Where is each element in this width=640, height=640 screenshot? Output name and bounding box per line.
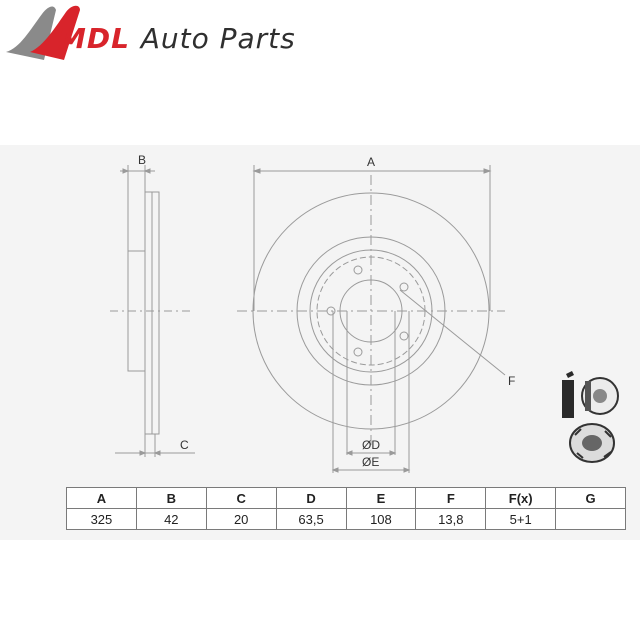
dimension-b xyxy=(120,168,155,174)
table-cell: 325 xyxy=(66,508,137,530)
dimension-d xyxy=(345,450,397,456)
table-cell: 108 xyxy=(345,508,417,530)
table-cell: 20 xyxy=(205,508,277,530)
dim-label-f: F xyxy=(508,374,515,388)
dim-label-e: ØE xyxy=(362,455,379,469)
column-header: F xyxy=(415,487,487,509)
dimension-a xyxy=(252,168,492,174)
brand-logo: MDL Auto Parts xyxy=(0,0,330,80)
table-header-row: A B C D E F F(x) G xyxy=(66,487,626,509)
ventilated-disc-icon xyxy=(562,371,619,418)
column-header: C xyxy=(205,487,277,509)
bolt-hole xyxy=(399,331,409,341)
table-cell: 42 xyxy=(135,508,207,530)
spec-table: A B C D E F F(x) G 325 42 20 63,5 108 13… xyxy=(66,487,626,530)
disc-perspective-icon xyxy=(569,423,615,463)
logo-brand-rest: Auto Parts xyxy=(140,22,296,55)
table-cell xyxy=(555,508,626,530)
brake-disc-drawing: B C A F ØD xyxy=(110,153,619,473)
table-cell: 63,5 xyxy=(275,508,347,530)
bolt-hole xyxy=(399,282,409,292)
disc-front-view xyxy=(237,165,506,473)
disc-side-view xyxy=(110,165,190,457)
dim-label-a: A xyxy=(367,155,375,169)
dim-label-c: C xyxy=(180,438,189,452)
column-header: E xyxy=(345,487,417,509)
dim-label-b: B xyxy=(138,153,146,167)
logo-brand-mark: MDL xyxy=(58,22,130,55)
column-header: B xyxy=(135,487,207,509)
table-row: 325 42 20 63,5 108 13,8 5+1 xyxy=(66,508,626,530)
bolt-hole xyxy=(353,347,363,357)
dimension-e xyxy=(331,467,411,473)
column-header: A xyxy=(66,487,137,509)
column-header: F(x) xyxy=(485,487,557,509)
drawing-panel xyxy=(0,145,640,540)
bolt-hole xyxy=(353,265,363,275)
column-header: G xyxy=(555,487,626,509)
logo-swoosh-icon xyxy=(6,5,80,61)
column-header: D xyxy=(275,487,347,509)
dimension-c xyxy=(115,450,195,456)
table-cell: 13,8 xyxy=(415,508,487,530)
table-cell: 5+1 xyxy=(485,508,557,530)
dim-label-d: ØD xyxy=(362,438,380,452)
